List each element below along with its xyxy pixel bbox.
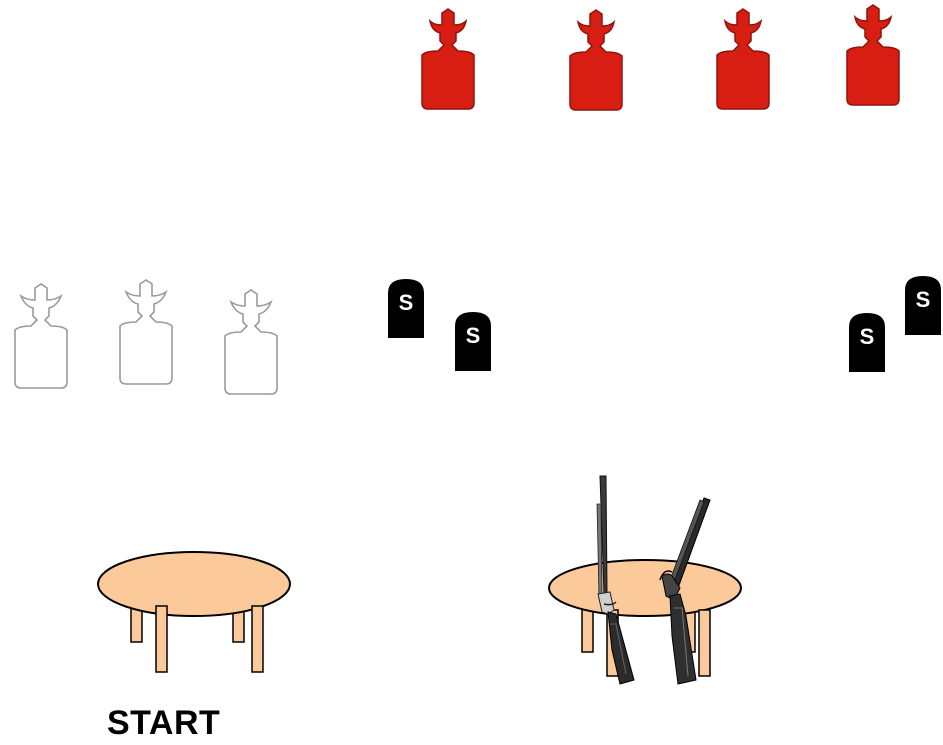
shotgun-target-2: S bbox=[455, 312, 491, 371]
rifle-icon bbox=[594, 474, 644, 686]
cowboy-target-outline-2 bbox=[114, 278, 178, 386]
shotgun-target-letter: S bbox=[860, 324, 875, 349]
start-label: START bbox=[107, 704, 220, 743]
shotgun-target-1: S bbox=[388, 279, 424, 338]
shotgun-target-letter: S bbox=[466, 323, 481, 348]
cowboy-target-outline-1 bbox=[9, 282, 73, 390]
shotgun-target-3: S bbox=[849, 313, 885, 372]
shotgun-target-4: S bbox=[905, 276, 941, 335]
gun-table bbox=[547, 560, 747, 686]
cowboy-target-red-2 bbox=[566, 8, 626, 112]
shotgun-icon bbox=[656, 496, 712, 686]
shotgun-target-letter: S bbox=[399, 290, 414, 315]
cowboy-target-red-1 bbox=[418, 7, 478, 111]
cowboy-target-outline-3 bbox=[219, 288, 283, 396]
shotgun-target-letter: S bbox=[916, 287, 931, 312]
cowboy-target-red-4 bbox=[843, 3, 903, 107]
cowboy-target-red-3 bbox=[713, 7, 773, 111]
start-table bbox=[96, 550, 296, 676]
